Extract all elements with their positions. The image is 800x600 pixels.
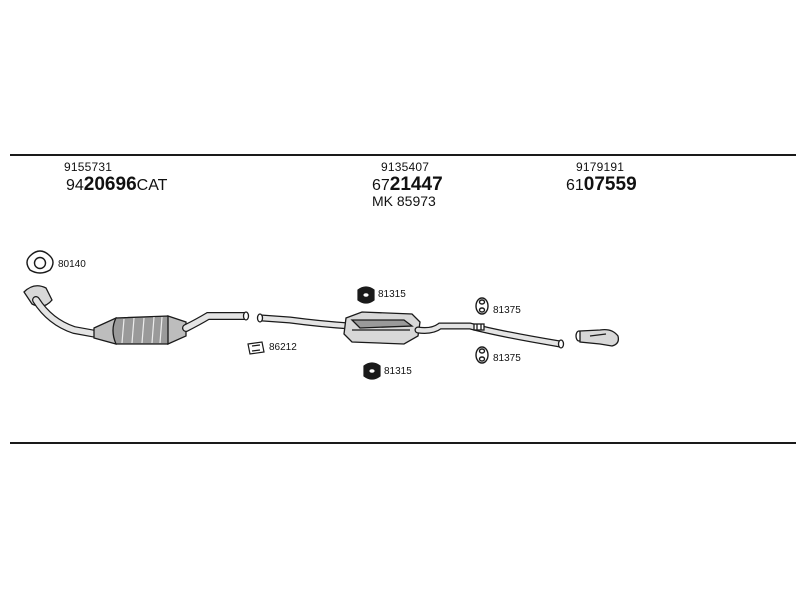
ring-top-callout: 81375	[493, 305, 521, 316]
mount-bottom-callout: 81315	[384, 366, 412, 377]
middle-silencer-mounting-kit: MK 85973	[372, 193, 436, 209]
clamp-callout: 86212	[269, 342, 297, 353]
gasket-icon	[26, 250, 54, 274]
rubber-mount-icon	[357, 286, 375, 304]
front-pipe-number: 9155731	[64, 160, 113, 174]
front-pipe-with-catalyst	[23, 285, 250, 346]
middle-pipe-with-silencer	[256, 311, 565, 349]
middle-silencer-ref: 6721447	[372, 174, 443, 195]
top-divider	[10, 154, 796, 156]
rear-tailpipe	[575, 328, 620, 347]
rubber-mount-icon	[363, 362, 381, 380]
front-pipe-ref: 9420696CAT	[66, 174, 168, 195]
rear-pipe-ref: 6107559	[566, 174, 637, 195]
middle-silencer-number: 9135407	[381, 160, 430, 174]
gasket-callout: 80140	[58, 259, 86, 270]
ring-bottom-callout: 81375	[493, 353, 521, 364]
rear-pipe-number: 9179191	[576, 160, 625, 174]
mount-top-callout: 81315	[378, 289, 406, 300]
rubber-ring-icon	[475, 346, 489, 364]
rubber-ring-icon	[475, 297, 489, 315]
clamp-icon	[247, 341, 265, 355]
bottom-divider	[10, 442, 796, 444]
